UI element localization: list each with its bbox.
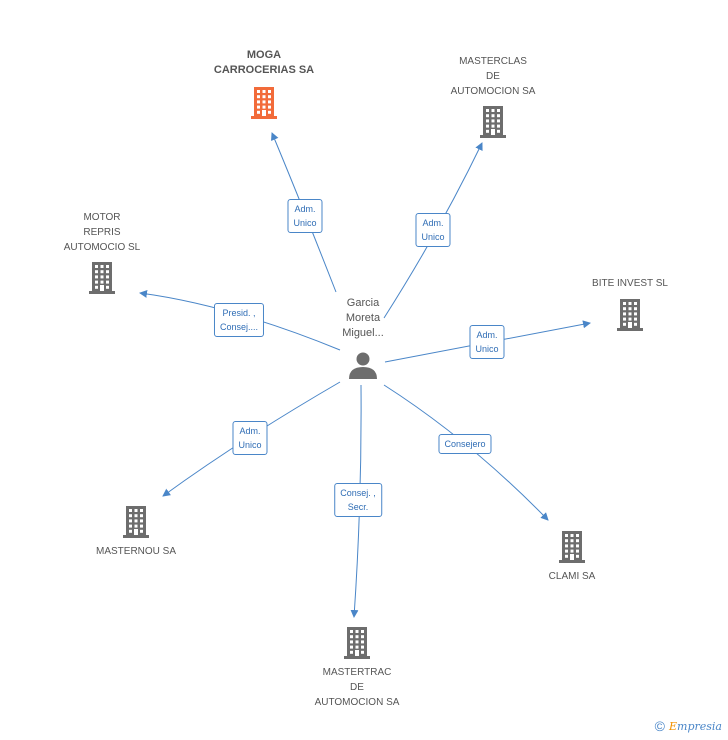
company-name-masternou[interactable]: MASTERNOU SA [96,544,176,559]
company-name-mastertrac[interactable]: MASTERTRAC DE AUTOMOCION SA [315,665,400,710]
person-name-line: Moreta [345,312,381,324]
company-building-icon-mastertrac[interactable] [344,627,370,659]
company-name-line: REPRIS [83,227,121,238]
relation-label-bite[interactable]: Adm. Unico [469,325,505,359]
relation-label-motor[interactable]: Presid. , Consej.... [213,303,265,337]
relation-label-clami[interactable]: Consejero [438,434,492,454]
relation-label-line: Adm. [239,426,261,436]
company-building-icon-bite[interactable] [617,299,643,331]
company-name-line: AUTOMOCIO SL [63,242,141,253]
relation-label-line: Unico [238,440,262,450]
person-name-line: Miguel... [342,327,384,339]
relation-label-line: Unico [475,344,499,354]
company-building-icon-clami[interactable] [559,531,585,563]
company-building-icon-motor[interactable] [89,262,115,294]
empresia-logo: Empresia [669,719,722,733]
copyright-icon: © [654,718,665,734]
company-name-line: MASTERNOU SA [95,546,177,557]
company-name-line: DE [350,682,364,693]
person-name-line: Garcia [346,297,380,309]
company-name-line: MOGA [246,49,282,61]
relation-label-line: Consej. , [340,488,376,498]
relation-label-moga[interactable]: Adm. Unico [287,199,323,233]
company-building-icon-masterclas[interactable] [480,106,506,138]
relation-label-masterclas[interactable]: Adm. Unico [415,213,451,247]
relation-label-line: Adm. [476,330,498,340]
relation-label-line: Consej.... [219,322,259,332]
relation-label-line: Adm. [294,204,316,214]
relation-label-line: Consejero [444,439,486,449]
company-name-line: MASTERTRAC [322,667,392,678]
relation-label-line: Secr. [347,502,369,512]
company-name-motor[interactable]: MOTOR REPRIS AUTOMOCIO SL [64,210,141,255]
company-name-line: CLAMI SA [548,571,596,582]
company-name-clami[interactable]: CLAMI SA [549,569,596,584]
relation-label-line: Unico [421,232,445,242]
company-name-line: CARROCERIAS SA [213,64,315,76]
relation-label-line: Adm. [422,218,444,228]
company-name-line: MASTERCLAS [459,56,527,67]
footer-brand[interactable]: © Empresia [655,718,722,734]
relation-label-line: Presid. , [222,308,256,318]
company-name-moga[interactable]: MOGA CARROCERIAS SA [214,48,314,78]
company-name-line: BITE INVEST SL [592,278,668,289]
company-name-line: MOTOR [83,212,121,223]
relation-label-masternou[interactable]: Adm. Unico [232,421,268,455]
company-name-line: AUTOMOCION SA [450,86,536,97]
relation-label-line: Unico [293,218,317,228]
company-name-line: AUTOMOCION SA [314,697,400,708]
company-name-bite[interactable]: BITE INVEST SL [592,276,668,291]
person-icon[interactable] [349,352,377,380]
company-building-icon-moga[interactable] [251,87,277,119]
company-name-masterclas[interactable]: MASTERCLAS DE AUTOMOCION SA [451,54,536,99]
company-name-line: DE [486,71,500,82]
company-building-icon-masternou[interactable] [123,506,149,538]
relation-label-mastertrac[interactable]: Consej. , Secr. [334,483,382,517]
